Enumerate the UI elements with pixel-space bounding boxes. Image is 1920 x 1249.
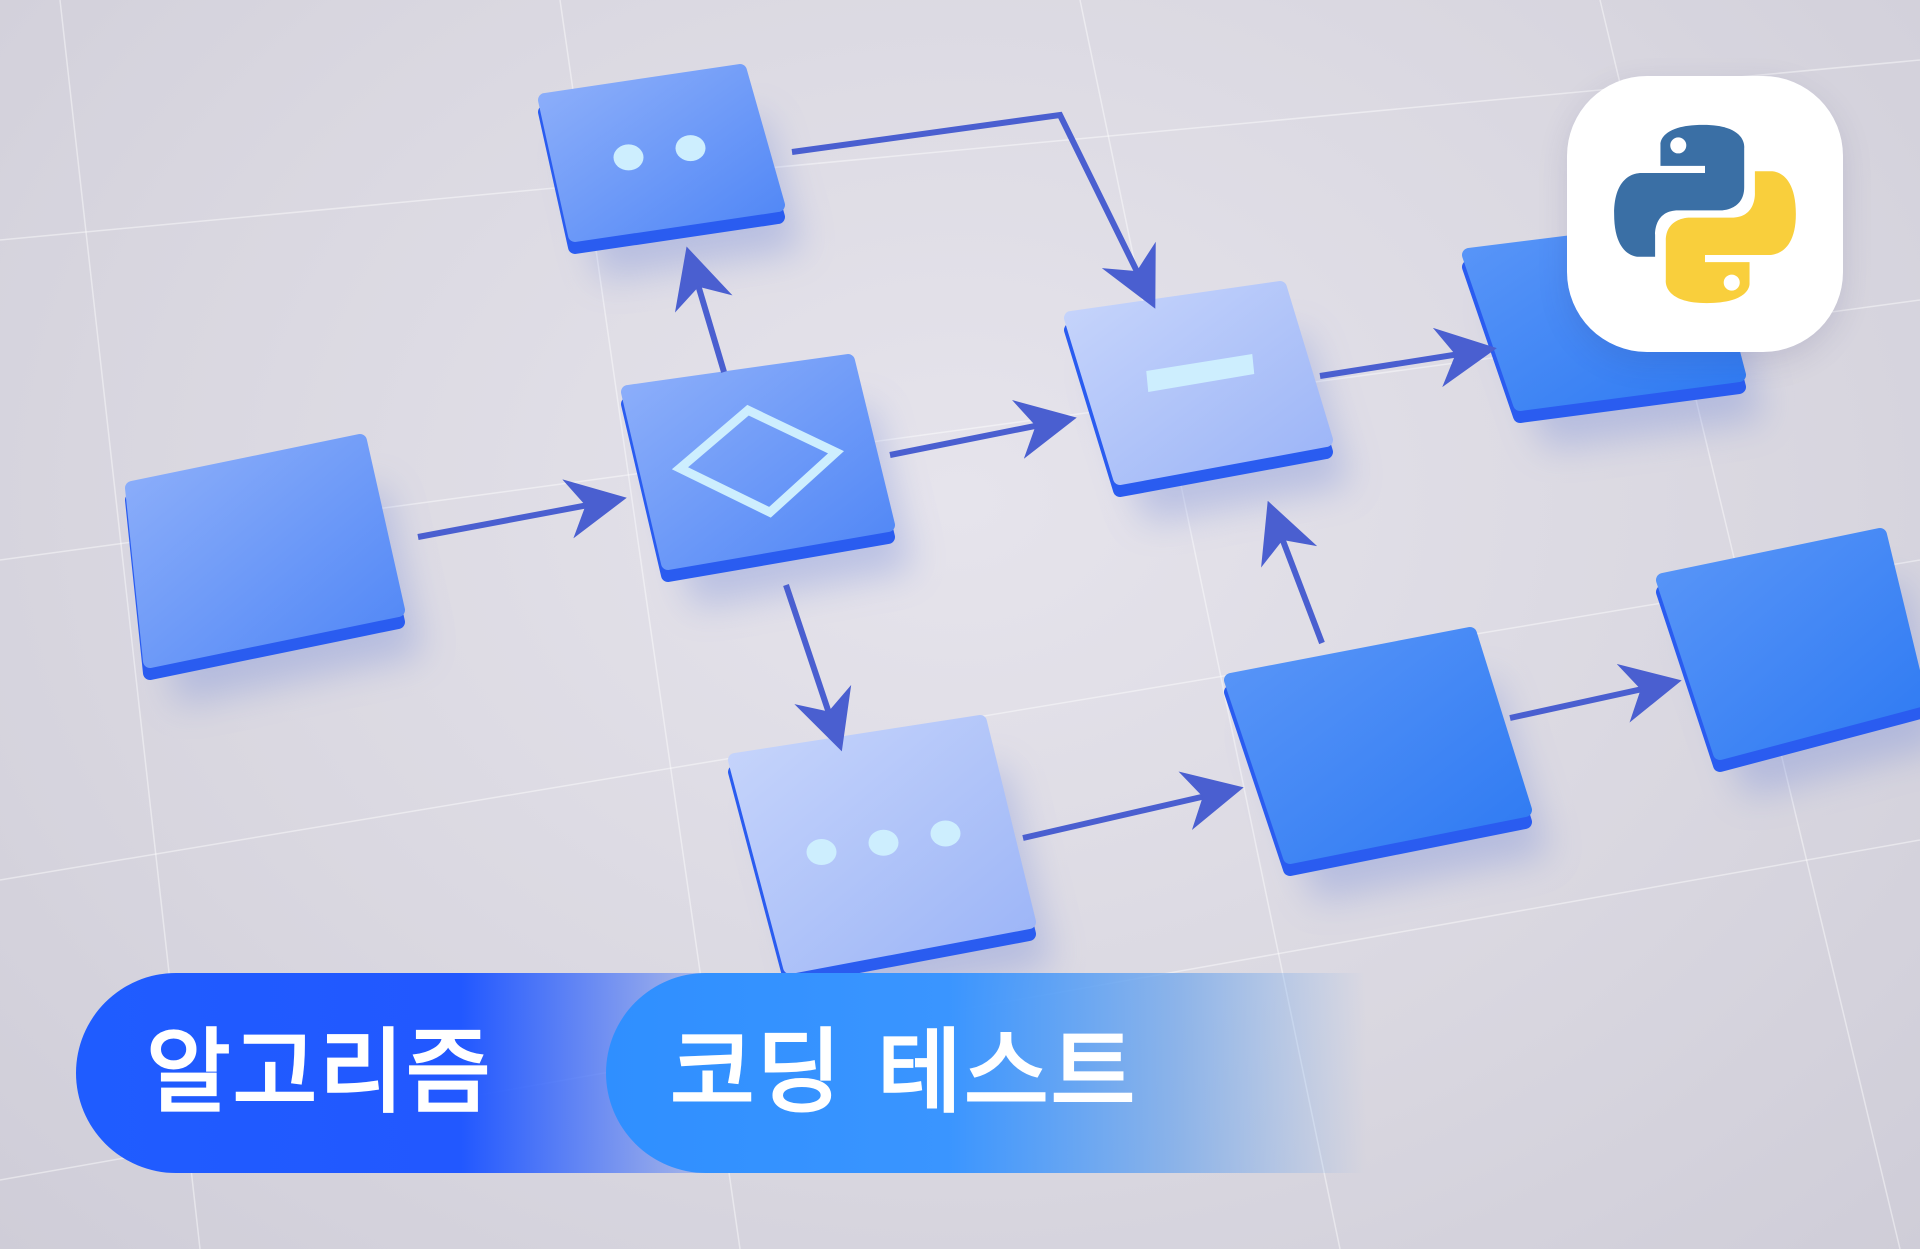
dot-icon xyxy=(930,820,961,847)
arrow xyxy=(1319,327,1497,388)
tile-end-right xyxy=(1656,528,1920,798)
tag-coding-test: 코딩 테스트 xyxy=(606,973,1366,1173)
arrow xyxy=(791,111,1156,309)
arrow xyxy=(889,399,1077,459)
minus-icon xyxy=(1146,354,1255,392)
arrow xyxy=(417,479,627,540)
python-logo xyxy=(1567,76,1843,352)
arrow xyxy=(783,584,852,752)
dot-icon xyxy=(806,839,837,866)
tag-algorithm-label: 알고리즘 xyxy=(146,1019,493,1126)
python-logo-icon xyxy=(1614,124,1796,304)
tile-process xyxy=(1064,281,1351,523)
arrow xyxy=(674,246,733,373)
diamond-icon xyxy=(671,404,844,518)
tile-start xyxy=(125,434,423,706)
dot-icon xyxy=(868,829,899,856)
dot-icon xyxy=(613,144,644,171)
tag-coding-test-label: 코딩 테스트 xyxy=(670,1019,1138,1126)
tile-decision xyxy=(621,354,913,608)
tile-merge xyxy=(1224,627,1550,902)
tile-dots-three xyxy=(728,715,1054,1012)
arrow xyxy=(1261,500,1325,645)
arrow xyxy=(1509,663,1682,723)
tile-dots-two xyxy=(538,64,803,280)
arrow xyxy=(1022,771,1244,841)
dot-icon xyxy=(675,135,706,162)
